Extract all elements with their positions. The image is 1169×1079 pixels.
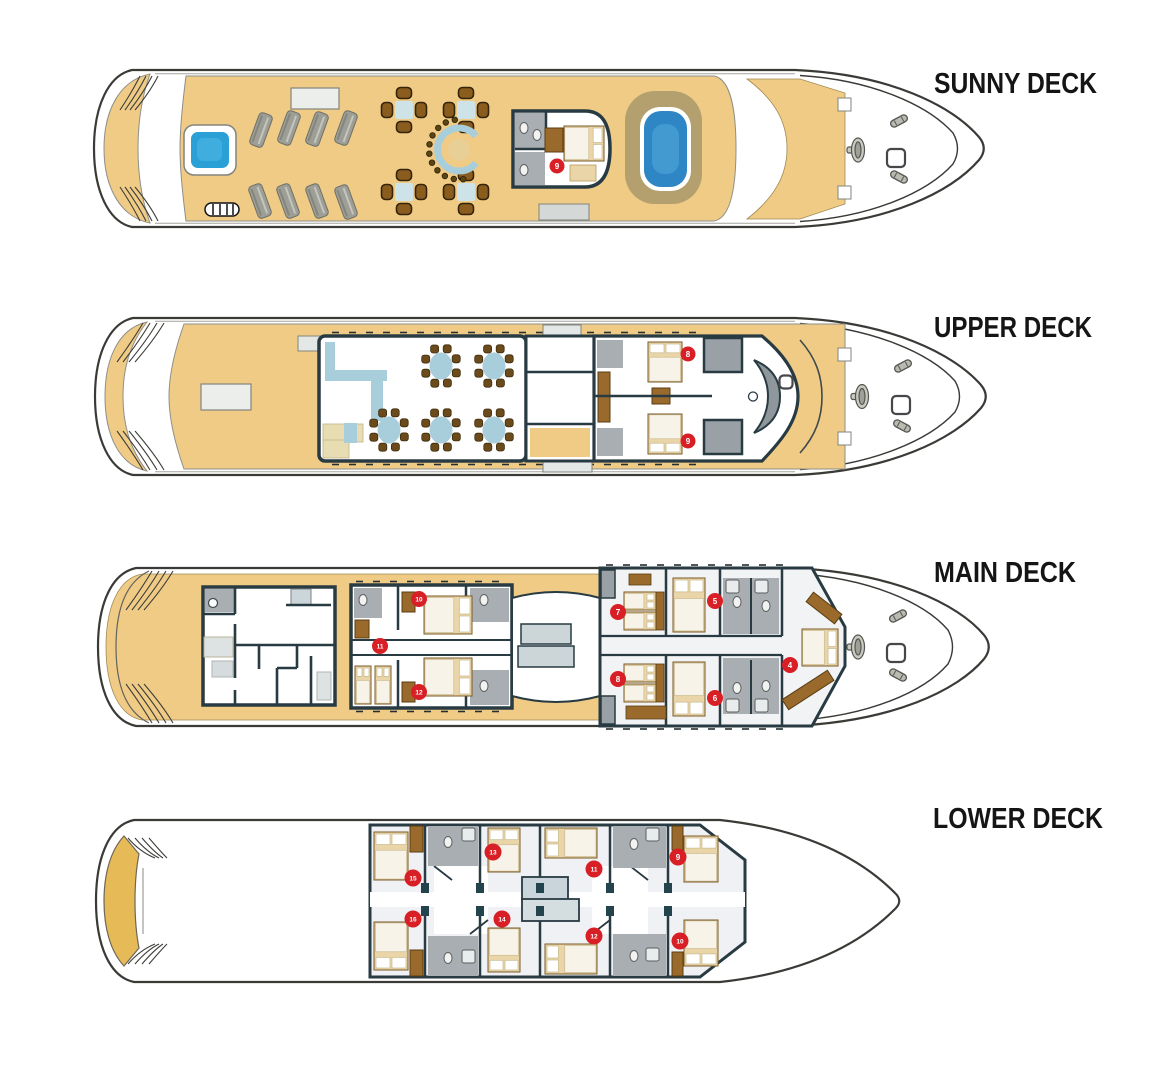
svg-text:9: 9 xyxy=(676,853,681,862)
svg-text:7: 7 xyxy=(616,608,621,617)
svg-text:8: 8 xyxy=(616,675,621,684)
svg-text:9: 9 xyxy=(555,162,560,171)
svg-text:10: 10 xyxy=(415,596,423,603)
svg-text:11: 11 xyxy=(591,866,598,873)
svg-text:13: 13 xyxy=(489,849,497,856)
svg-text:14: 14 xyxy=(498,916,506,923)
svg-text:UPPER DECK: UPPER DECK xyxy=(934,312,1092,344)
svg-text:12: 12 xyxy=(590,933,598,940)
svg-text:16: 16 xyxy=(409,916,417,923)
svg-text:9: 9 xyxy=(686,437,691,446)
svg-text:15: 15 xyxy=(409,875,417,882)
svg-text:4: 4 xyxy=(788,661,793,670)
svg-text:10: 10 xyxy=(676,938,684,945)
svg-text:12: 12 xyxy=(415,689,423,696)
svg-text:SUNNY DECK: SUNNY DECK xyxy=(934,68,1097,100)
svg-text:LOWER DECK: LOWER DECK xyxy=(933,803,1103,835)
svg-text:6: 6 xyxy=(713,694,718,703)
svg-text:MAIN DECK: MAIN DECK xyxy=(934,557,1076,589)
svg-text:8: 8 xyxy=(686,350,691,359)
svg-text:5: 5 xyxy=(713,597,718,606)
svg-text:11: 11 xyxy=(377,643,384,650)
